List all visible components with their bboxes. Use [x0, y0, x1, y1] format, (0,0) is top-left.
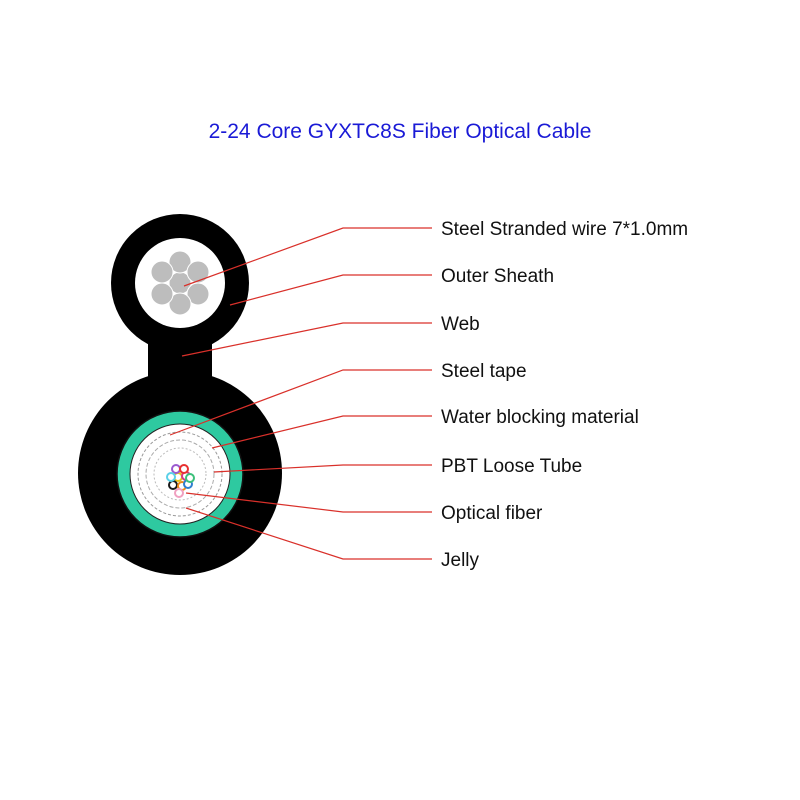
steel-strand	[150, 260, 174, 284]
optical-fiber	[171, 464, 181, 474]
jelly-ring-inner	[153, 447, 207, 501]
cable-cross-section	[78, 214, 282, 575]
optical-fiber	[168, 480, 178, 490]
optical-fiber	[179, 464, 189, 474]
leader-line-steel-stranded-wire	[183, 227, 432, 287]
jelly-ring-mid	[145, 439, 215, 509]
diagram-title: 2-24 Core GYXTC8S Fiber Optical Cable	[209, 120, 592, 143]
optical-fiber	[174, 488, 184, 498]
leader-line-jelly	[185, 507, 432, 560]
label-water-blocking-material: Water blocking material	[441, 407, 639, 428]
steel-strand	[186, 282, 210, 306]
leader-line-pbt-loose-tube	[213, 464, 432, 473]
optical-fiber	[185, 473, 195, 483]
steel-strand	[150, 282, 174, 306]
label-outer-sheath: Outer Sheath	[441, 266, 554, 287]
optical-fiber	[166, 472, 176, 482]
steel-strand	[168, 250, 192, 274]
leader-line-water-blocking-material	[211, 415, 432, 449]
leader-lines	[169, 227, 432, 560]
label-web: Web	[441, 314, 480, 335]
optical-fibers	[166, 464, 195, 498]
steel-tape-ring	[116, 410, 244, 538]
leader-line-web	[181, 322, 432, 357]
label-optical-fiber: Optical fiber	[441, 503, 543, 524]
label-steel-stranded-wire: Steel Stranded wire 7*1.0mm	[441, 219, 688, 240]
leader-line-steel-tape	[169, 369, 432, 436]
steel-strand	[186, 260, 210, 284]
label-jelly: Jelly	[441, 550, 480, 571]
steel-strands	[150, 250, 210, 316]
label-steel-tape: Steel tape	[441, 361, 527, 382]
jelly-ring-outer	[137, 431, 223, 517]
steel-strand	[168, 292, 192, 316]
leader-line-optical-fiber	[185, 492, 432, 513]
leader-line-outer-sheath	[229, 274, 432, 306]
label-pbt-loose-tube: PBT Loose Tube	[441, 456, 582, 477]
